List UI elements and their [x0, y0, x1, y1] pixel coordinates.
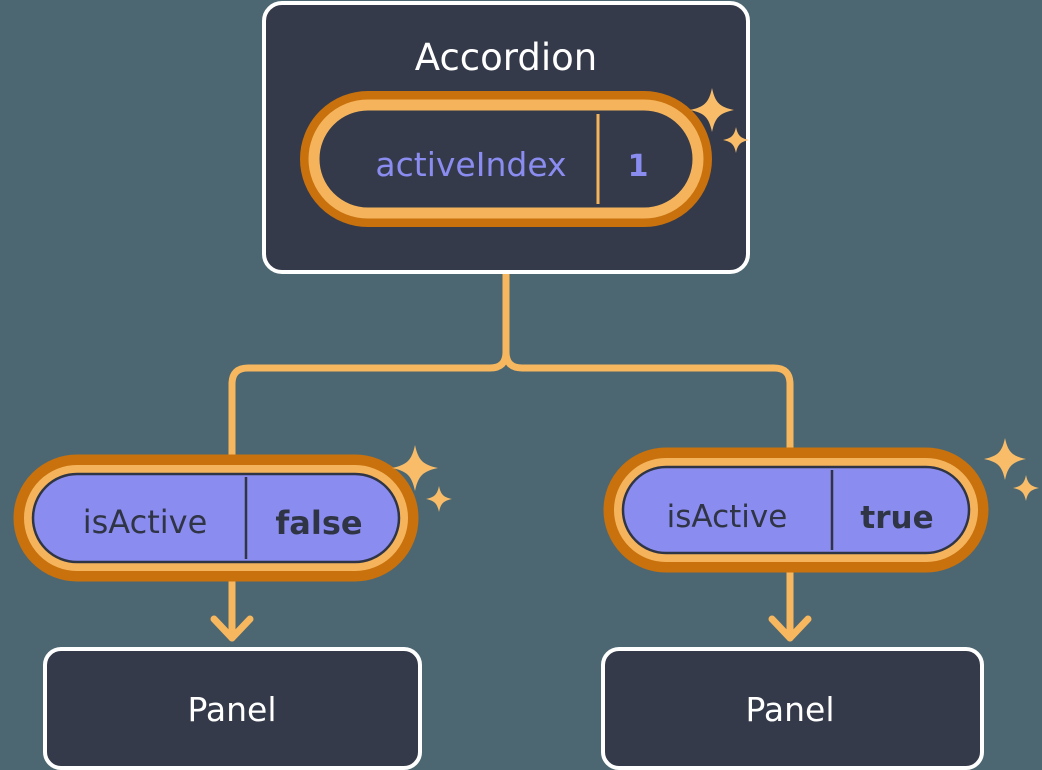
- sparkle-icon: [426, 486, 452, 512]
- sparkle-icon: [1013, 475, 1039, 501]
- prop-pill-ring-inner: [308, 99, 704, 219]
- left-prop-key: isActive: [83, 503, 208, 541]
- right-prop-key: isActive: [667, 499, 788, 535]
- right-pill-body: [621, 465, 971, 555]
- arrowhead-right: [768, 615, 812, 642]
- accordion-prop-pill[interactable]: [300, 91, 712, 227]
- connector-branch-right: [502, 348, 794, 466]
- connector-branch-left: [228, 348, 510, 466]
- connector-group: [228, 268, 794, 642]
- left-pill-body: [31, 472, 401, 564]
- arrowhead-left: [210, 615, 254, 642]
- panel-card-right-body: [601, 647, 984, 770]
- panel-card-left-body: [43, 647, 422, 770]
- left-prop-pill[interactable]: [13, 454, 419, 582]
- left-prop-value: false: [275, 504, 362, 542]
- right-prop-pill[interactable]: [603, 447, 989, 573]
- panel-card-right[interactable]: [601, 647, 984, 770]
- accordion-prop-key: activeIndex: [375, 145, 566, 184]
- accordion-title: Accordion: [415, 36, 597, 79]
- panel-left-label: Panel: [187, 690, 276, 729]
- right-prop-value: true: [860, 500, 933, 536]
- left-pill-ring-outer: [13, 454, 419, 582]
- sparkle-icon: [984, 438, 1026, 480]
- arrowhead-group: [210, 615, 812, 642]
- prop-pill-ring-outer: [300, 91, 712, 227]
- panel-right-label: Panel: [745, 690, 834, 729]
- panel-card-left[interactable]: [43, 647, 422, 770]
- right-pill-ring-outer: [603, 447, 989, 573]
- accordion-prop-value: 1: [628, 149, 649, 184]
